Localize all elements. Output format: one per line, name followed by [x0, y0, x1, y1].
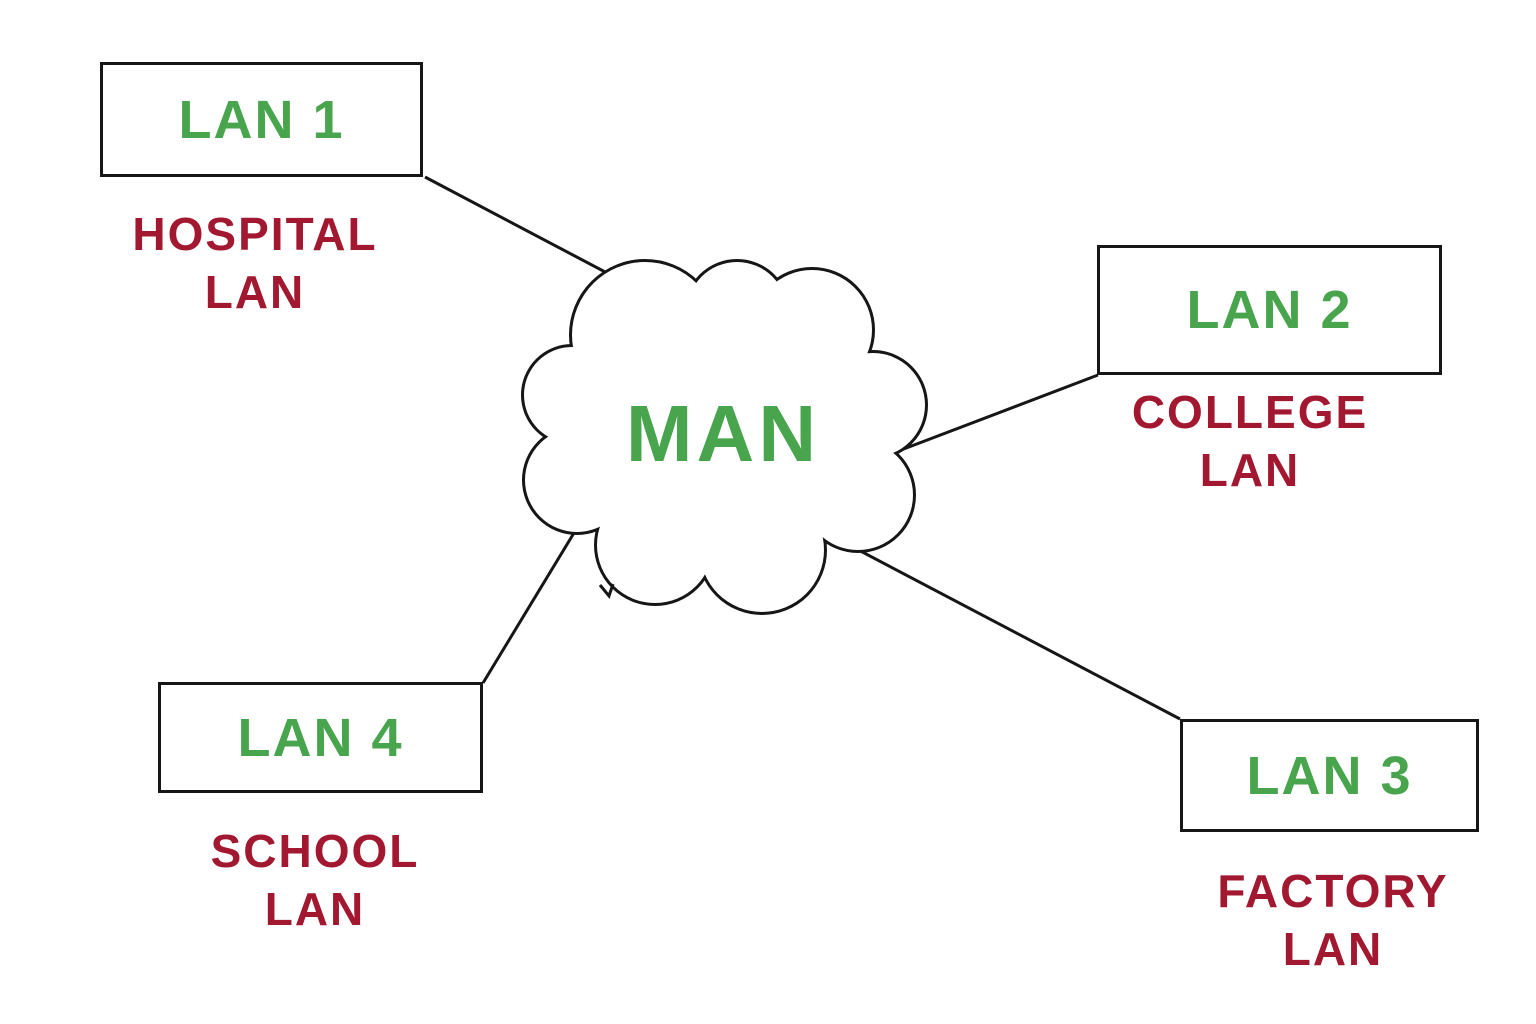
lan3-caption-line2: LAN	[1282, 923, 1384, 975]
lan2-caption: COLLEGE LAN	[1095, 383, 1405, 499]
lan4-caption-line1: SCHOOL	[210, 825, 420, 877]
lan1-box: LAN 1	[100, 62, 423, 177]
lan3-caption: FACTORY LAN	[1178, 862, 1488, 978]
lan1-caption-line1: HOSPITAL	[132, 208, 378, 260]
man-cloud-fill	[524, 262, 925, 612]
lan2-caption-line1: COLLEGE	[1131, 386, 1369, 438]
lan1-caption-line2: LAN	[204, 266, 306, 318]
lan2-box: LAN 2	[1097, 245, 1442, 375]
cloud-pen-tick	[598, 583, 615, 600]
lan1-caption: HOSPITAL LAN	[100, 205, 410, 321]
lan4-caption-line2: LAN	[264, 883, 366, 935]
lan3-box-label: LAN 3	[1246, 745, 1413, 806]
lan2-caption-line2: LAN	[1199, 444, 1301, 496]
lan2-box-label: LAN 2	[1186, 280, 1353, 340]
lan1-box-label: LAN 1	[178, 89, 345, 150]
connector-line-lan2	[879, 373, 1099, 460]
lan3-box: LAN 3	[1180, 719, 1479, 832]
lan4-box-label: LAN 4	[237, 707, 404, 768]
lan3-caption-line1: FACTORY	[1217, 865, 1449, 917]
man-cloud-label: MAN	[625, 389, 821, 478]
lan4-box: LAN 4	[158, 682, 483, 793]
lan4-caption: SCHOOL LAN	[160, 822, 470, 938]
connector-line-lan3	[829, 533, 1181, 721]
